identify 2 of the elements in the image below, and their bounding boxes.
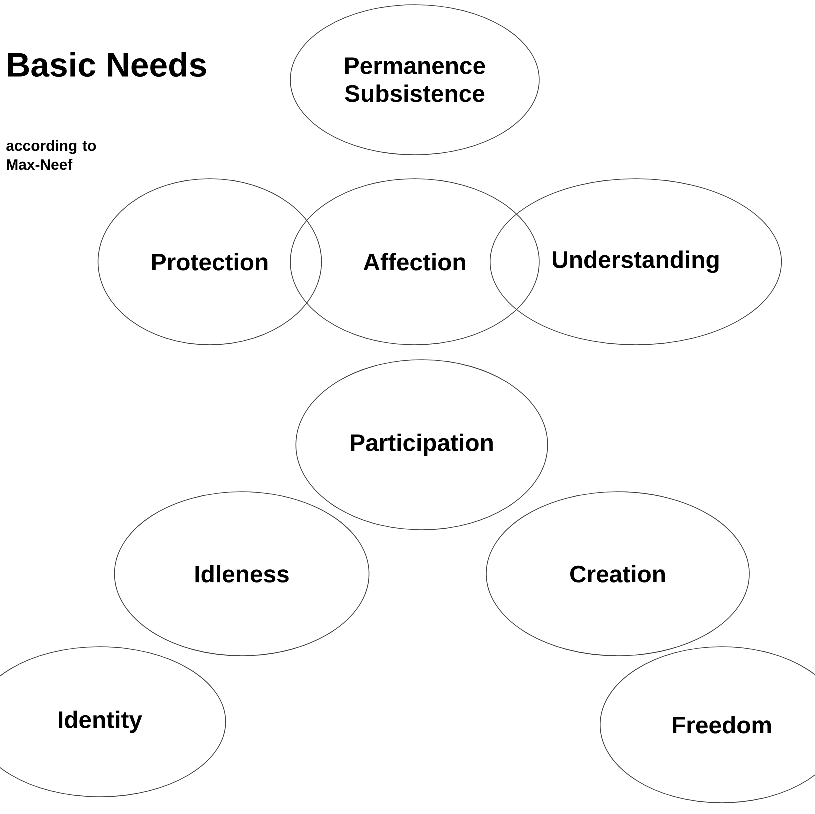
title: Basic Needs: [8, 52, 206, 78]
subtitle: according to Max-Neef: [6, 140, 96, 170]
